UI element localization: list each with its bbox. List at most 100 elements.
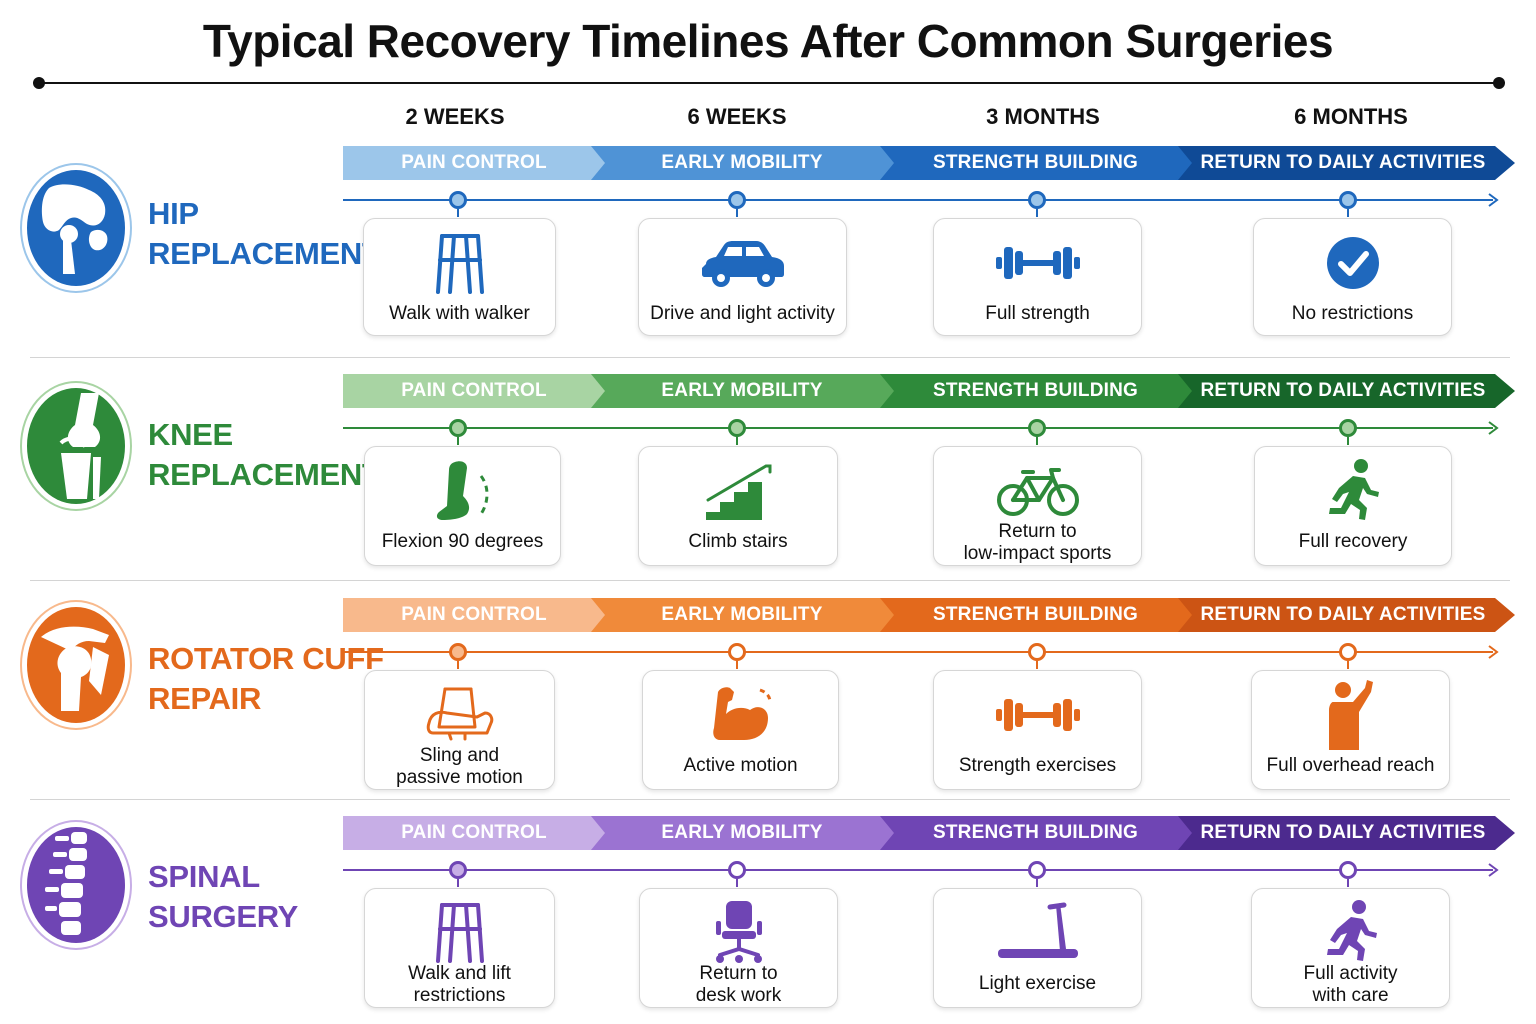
timeline-node (449, 191, 467, 209)
milestone-label: No restrictions (1291, 303, 1414, 324)
timeline-node-stem (457, 437, 459, 445)
timeline-node-stem (457, 879, 459, 887)
timeline-node (1028, 643, 1046, 661)
time-label-2-weeks: 2 WEEKS (405, 104, 505, 129)
phase-2: EARLY MOBILITY (590, 146, 894, 180)
surgery-name-line-1: SPINAL (148, 859, 260, 894)
milestone-card: Walk and lift restrictions (364, 888, 555, 1008)
milestone-card: Full strength (933, 218, 1142, 336)
rotator-timeline-track (343, 651, 1493, 653)
milestone-card: Return to low-impact sports (933, 446, 1142, 566)
milestone-label: Walk and lift restrictions (408, 963, 511, 1006)
walker-icon (428, 897, 492, 967)
milestone-label: Walk with walker (389, 303, 530, 324)
dumbbell-icon (994, 227, 1082, 299)
surgery-name-line-2: REPAIR (148, 681, 262, 716)
milestone-label: Strength exercises (958, 755, 1117, 776)
milestone-card: No restrictions (1253, 218, 1452, 336)
timeline-node-stem (736, 661, 738, 669)
spinal-surgery-name: SPINAL SURGERY (148, 857, 298, 937)
arm-sling-icon (425, 679, 495, 749)
timeline-arrow-icon (1487, 862, 1499, 883)
milestone-label: Sling and passive motion (396, 745, 523, 788)
phase-1: PAIN CONTROL (343, 146, 605, 180)
phase-3: STRENGTH BUILDING (879, 598, 1192, 632)
timeline-node (449, 643, 467, 661)
surgery-name-line-1: ROTATOR CUFF (148, 641, 384, 676)
time-label-6-weeks: 6 WEEKS (687, 104, 787, 129)
milestone-label: Return to low-impact sports (963, 521, 1112, 564)
knee-timeline-track (343, 427, 1493, 429)
rotator-surgery-name: ROTATOR CUFF REPAIR (148, 639, 384, 719)
rotator-badge (20, 600, 132, 730)
milestone-card: Flexion 90 degrees (364, 446, 561, 566)
office-chair-icon (712, 897, 766, 967)
surgery-name-line-2: REPLACEMENT (148, 457, 381, 492)
leg-flexion-icon (431, 455, 495, 527)
phase-3: STRENGTH BUILDING (879, 374, 1192, 408)
row-divider (30, 580, 1510, 581)
timeline-node (1339, 191, 1357, 209)
spinal-badge (20, 820, 132, 950)
timeline-node-stem (1347, 209, 1349, 217)
timeline-node-stem (1036, 661, 1038, 669)
phase-2: EARLY MOBILITY (590, 598, 894, 632)
timeline-node-stem (457, 209, 459, 217)
title-rule-right-dot (1493, 77, 1505, 89)
milestone-label: Return to desk work (695, 963, 782, 1006)
phase-1: PAIN CONTROL (343, 374, 605, 408)
knee-joint-icon (27, 388, 125, 504)
timeline-node-stem (1036, 437, 1038, 445)
timeline-node-stem (1347, 437, 1349, 445)
milestone-label: Flexion 90 degrees (381, 531, 544, 552)
milestone-label: Full overhead reach (1266, 755, 1435, 776)
hip-timeline-track (343, 199, 1493, 201)
phase-2: EARLY MOBILITY (590, 374, 894, 408)
shoulder-joint-icon (27, 607, 125, 723)
knee-surgery-name: KNEE REPLACEMENT (148, 415, 381, 495)
spinal-timeline-track (343, 869, 1493, 871)
surgery-name-line-2: REPLACEMENT (148, 236, 381, 271)
row-divider (30, 799, 1510, 800)
walker-icon (428, 227, 492, 299)
raised-arm-person-icon (1321, 679, 1381, 751)
phase-4: RETURN TO DAILY ACTIVITIES (1177, 374, 1515, 408)
timeline-node (1028, 861, 1046, 879)
timeline-node-stem (457, 661, 459, 669)
stairs-icon (702, 455, 774, 527)
surgery-name-line-2: SURGERY (148, 899, 299, 934)
timeline-node (1339, 419, 1357, 437)
dumbbell-icon (994, 679, 1082, 751)
timeline-node-stem (736, 879, 738, 887)
milestone-label: Full activity with care (1303, 963, 1398, 1006)
milestone-label: Climb stairs (688, 531, 788, 552)
phase-4: RETURN TO DAILY ACTIVITIES (1177, 146, 1515, 180)
bicycle-icon (995, 455, 1081, 525)
timeline-arrow-icon (1487, 192, 1499, 213)
milestone-card: Strength exercises (933, 670, 1142, 790)
milestone-label: Full strength (985, 303, 1090, 324)
phase-2: EARLY MOBILITY (590, 816, 894, 850)
surgery-name-line-1: KNEE (148, 417, 233, 452)
timeline-node-stem (1347, 661, 1349, 669)
running-person-icon (1321, 897, 1381, 967)
milestone-card: Return to desk work (639, 888, 838, 1008)
timeline-node-stem (736, 437, 738, 445)
timeline-node (728, 191, 746, 209)
milestone-label: Light exercise (978, 973, 1097, 994)
milestone-card: Full recovery (1254, 446, 1452, 566)
hip-joint-icon (27, 170, 125, 286)
timeline-node-stem (1347, 879, 1349, 887)
row-divider (30, 357, 1510, 358)
milestone-label: Active motion (683, 755, 798, 776)
milestone-card: Drive and light activity (638, 218, 847, 336)
timeline-node (1339, 643, 1357, 661)
title-rule (38, 82, 1500, 84)
timeline-node (728, 861, 746, 879)
timeline-node-stem (736, 209, 738, 217)
phase-3: STRENGTH BUILDING (879, 146, 1192, 180)
milestone-card: Full activity with care (1251, 888, 1450, 1008)
milestone-card: Walk with walker (363, 218, 556, 336)
